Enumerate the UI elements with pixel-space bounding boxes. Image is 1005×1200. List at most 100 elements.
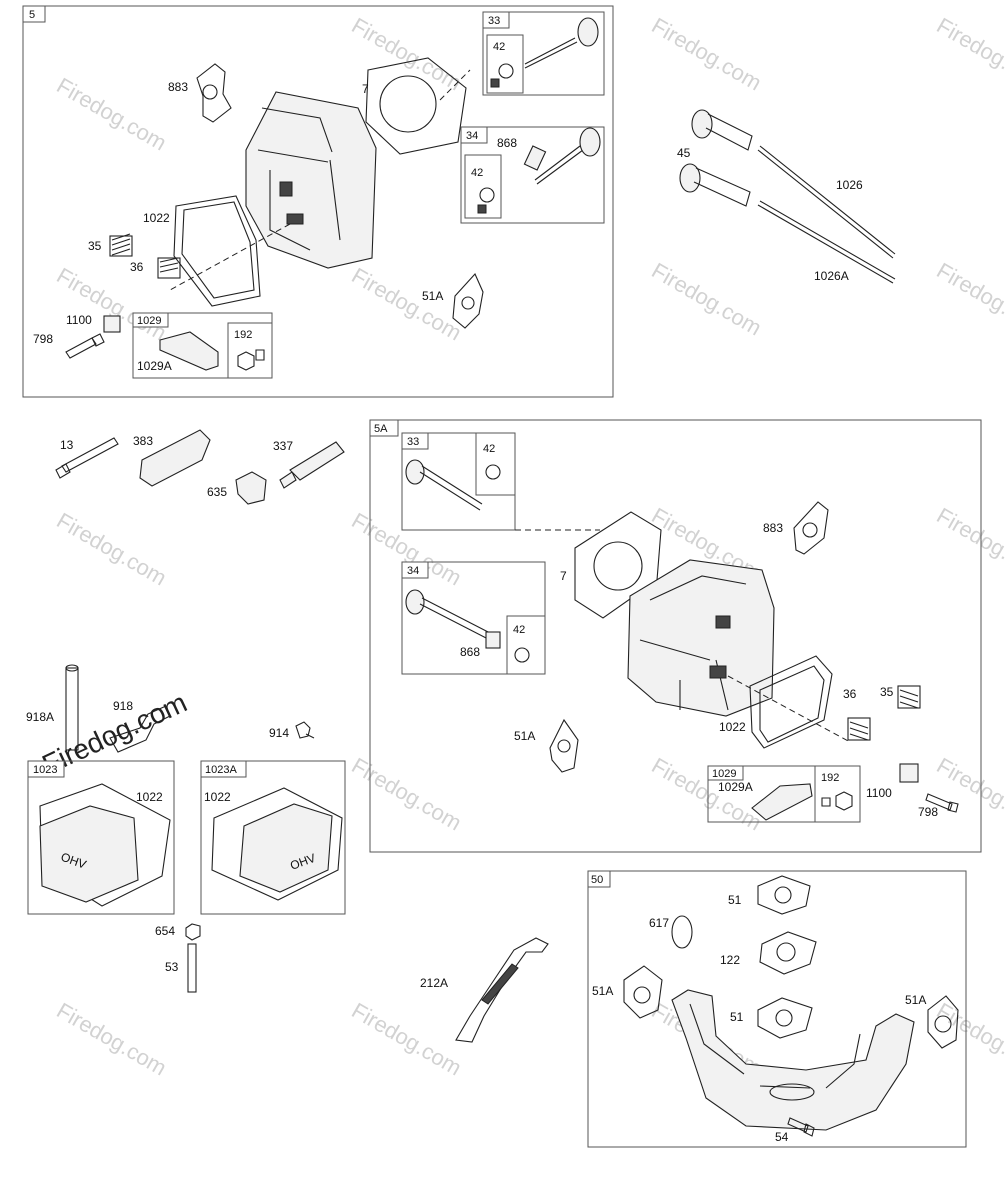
spring-36-body	[157, 257, 181, 279]
gasket-51-top-hole	[774, 886, 792, 904]
rocker-1029-tag	[132, 312, 169, 328]
cylinder-head-port	[286, 213, 304, 225]
gasket-51-mid-hole	[775, 1009, 793, 1027]
s5a-gasket-51a	[549, 718, 579, 773]
manifold-part-54-label: 54	[775, 1130, 789, 1144]
part-337-label: 337	[273, 439, 293, 453]
watermark: Firedog.com	[648, 13, 766, 96]
part-918-label: 918	[113, 699, 133, 713]
section-5a-cylinder-head: 5A 33 42 34 868 42 7 883	[369, 419, 982, 853]
watermark: Firedog.com	[648, 753, 766, 836]
s5a-part-36-label: 36	[843, 687, 857, 701]
s5a-rocker-1029-tag	[707, 765, 744, 781]
gasket-1022-shape	[173, 195, 261, 307]
s5a-cylinder-head	[627, 559, 775, 717]
gasket-51a-hole	[461, 296, 475, 310]
s5a-cylinder-head-detail	[639, 575, 747, 711]
valve-guide-868	[523, 145, 547, 171]
watermark: Firedog.com	[348, 753, 466, 836]
section-50-tag	[587, 870, 611, 888]
linkage-212a: 212A	[420, 937, 549, 1043]
gasket-51a-shape	[452, 273, 484, 329]
cover-1023a-tag	[200, 760, 247, 778]
cylinder-head-5	[245, 91, 377, 269]
cover-1023-body	[39, 805, 139, 903]
s5a-gasket-883	[793, 501, 829, 555]
watermark: Firedog.com	[348, 263, 466, 346]
part-883-label: 883	[168, 80, 188, 94]
watermark-layer: Firedog.com Firedog.com Firedog.com Fire…	[37, 13, 1005, 1081]
rocker-arm-shape	[159, 331, 219, 371]
s5a-part-35-label: 35	[880, 685, 894, 699]
linkage-212a-shape	[455, 937, 549, 1043]
s5a-part-1100-label: 1100	[866, 786, 892, 800]
manifold-part-51-top-label: 51	[728, 893, 742, 907]
part-53-label: 53	[165, 960, 179, 974]
watermark: Firedog.com	[933, 503, 1005, 586]
cover-1023a-part-1022-label: 1022	[204, 790, 231, 804]
s5a-head-gasket-bore	[593, 541, 643, 591]
cover-1023-part-1022-label: 1022	[136, 790, 163, 804]
section-5-tag	[22, 5, 46, 23]
watermark: Firedog.com	[933, 998, 1005, 1081]
section-5-frame	[22, 5, 614, 398]
spring-35-coil	[111, 233, 131, 256]
s5a-valve-33-tag	[401, 432, 429, 450]
part-51a-label: 51A	[422, 289, 443, 303]
spring-35-body	[109, 235, 133, 257]
watermark: Firedog.com	[933, 753, 1005, 836]
nut-192-frame	[227, 322, 273, 379]
s5a-valve-guide-868	[485, 631, 501, 649]
section-50-frame	[587, 870, 967, 1148]
part-212a-label: 212A	[420, 976, 448, 990]
part-1029a-label: 1029A	[137, 359, 172, 373]
retainer-42b-shape	[479, 187, 495, 203]
part-635-label: 635	[207, 485, 227, 499]
s5a-part-883-label: 883	[763, 521, 783, 535]
s5a-part-7-label: 7	[560, 569, 567, 583]
cover-1023-frame	[27, 760, 175, 915]
s5a-gasket-51a-hole	[557, 739, 571, 753]
manifold-part-51a-left-label: 51A	[592, 984, 613, 998]
stud-53-shape	[187, 943, 197, 993]
section-5a-label: 5A	[374, 423, 388, 435]
gasket-51a-left-shape	[623, 965, 663, 1019]
gasket-122-hole	[776, 942, 796, 962]
spring-36	[157, 257, 181, 279]
watermark: Firedog.com	[53, 73, 171, 156]
gasket-1022-leader	[169, 223, 291, 291]
part-45-label: 45	[677, 146, 691, 160]
breather-383-shape	[139, 429, 211, 487]
part-36-label: 36	[130, 260, 144, 274]
s5a-cylinder-head-port	[715, 615, 731, 629]
bolt-798-shape	[65, 333, 105, 359]
s5a-spring-36-coil	[849, 721, 869, 741]
exhaust-manifold-50	[671, 989, 915, 1131]
linkage-212a-spring	[481, 963, 519, 1005]
retainer-42b-keeper	[477, 204, 487, 214]
gasket-51a-right-shape	[927, 995, 959, 1049]
watermark: Firedog.com	[53, 263, 171, 346]
valve-33-frame	[482, 11, 605, 96]
section-5-label: 5	[29, 9, 35, 21]
s5a-intake-valve-stem	[419, 465, 483, 511]
spring-36-coil	[159, 257, 179, 273]
loose-parts-top: 13 383 337 635	[55, 429, 345, 505]
s5a-valve-33-label: 33	[407, 436, 419, 448]
gasket-883-shape	[196, 63, 232, 123]
nut-192-shape	[237, 349, 265, 371]
s5a-bolt-798	[925, 793, 959, 813]
ring-617-shape	[671, 915, 693, 949]
watermark: Firedog.com	[933, 13, 1005, 96]
part-918a-label: 918A	[26, 710, 54, 724]
spark-plug-337-shape	[279, 441, 345, 489]
push-rod-group: 45 1026 1026A	[677, 109, 896, 284]
s5a-spring-35	[897, 685, 921, 709]
s5a-retainer-42b-shape	[514, 647, 530, 663]
s5a-nut-192	[821, 791, 853, 811]
watermark: Firedog.com	[933, 258, 1005, 341]
screw-914-shape	[295, 721, 315, 739]
cylinder-head-detail	[257, 107, 341, 251]
part-1026-label: 1026	[836, 178, 863, 192]
part-868-label: 868	[497, 136, 517, 150]
